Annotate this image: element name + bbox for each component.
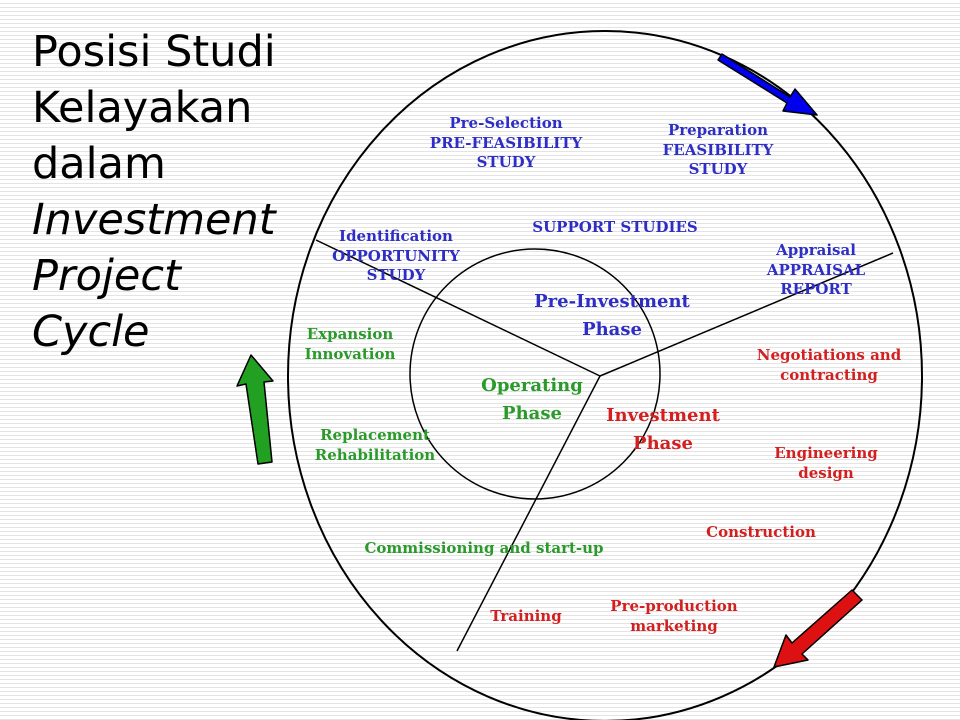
pre-selection-label: Pre-Selection PRE-FEASIBILITY STUDY (429, 114, 583, 171)
title-line: Posisi Studi (32, 27, 276, 77)
engineering-label: Engineering design (774, 444, 878, 482)
operating-phase-label: Operating Phase (481, 375, 583, 424)
blue-arrow-icon (717, 53, 818, 116)
preparation-label: Preparation FEASIBILITY STUDY (662, 121, 774, 178)
commissioning-label: Commissioning and start-up (364, 539, 604, 557)
investment-phase-label: Investment Phase (606, 405, 720, 454)
title-line: Investment (32, 195, 276, 245)
title-line: dalam (32, 139, 166, 189)
slide-title: Posisi Studi Kelayakan dalam Investment … (32, 24, 322, 360)
divider-line-left (315, 239, 601, 377)
pre-production-label: Pre-production marketing (610, 597, 738, 635)
divider-line-bottom (456, 375, 601, 652)
training-label: Training (490, 607, 562, 625)
construction-label: Construction (706, 523, 816, 541)
pre-investment-phase-label: Pre-Investment Phase (534, 291, 690, 340)
expansion-label: Expansion Innovation (304, 325, 396, 363)
identification-label: Identification OPPORTUNITY STUDY (332, 227, 460, 284)
outer-cycle-ring (287, 30, 923, 720)
appraisal-label: Appraisal APPRAISAL REPORT (766, 241, 866, 298)
red-arrow-icon (773, 589, 863, 668)
title-line: Project (32, 251, 181, 301)
title-line: Kelayakan (32, 83, 253, 133)
green-arrow-icon (236, 354, 274, 465)
divider-line-right (599, 252, 894, 377)
replacement-label: Replacement Rehabilitation (314, 426, 436, 464)
title-line: Cycle (32, 307, 150, 357)
support-studies-label: SUPPORT STUDIES (532, 218, 698, 236)
inner-phase-circle (409, 248, 661, 500)
negotiations-label: Negotiations and contracting (756, 346, 902, 384)
